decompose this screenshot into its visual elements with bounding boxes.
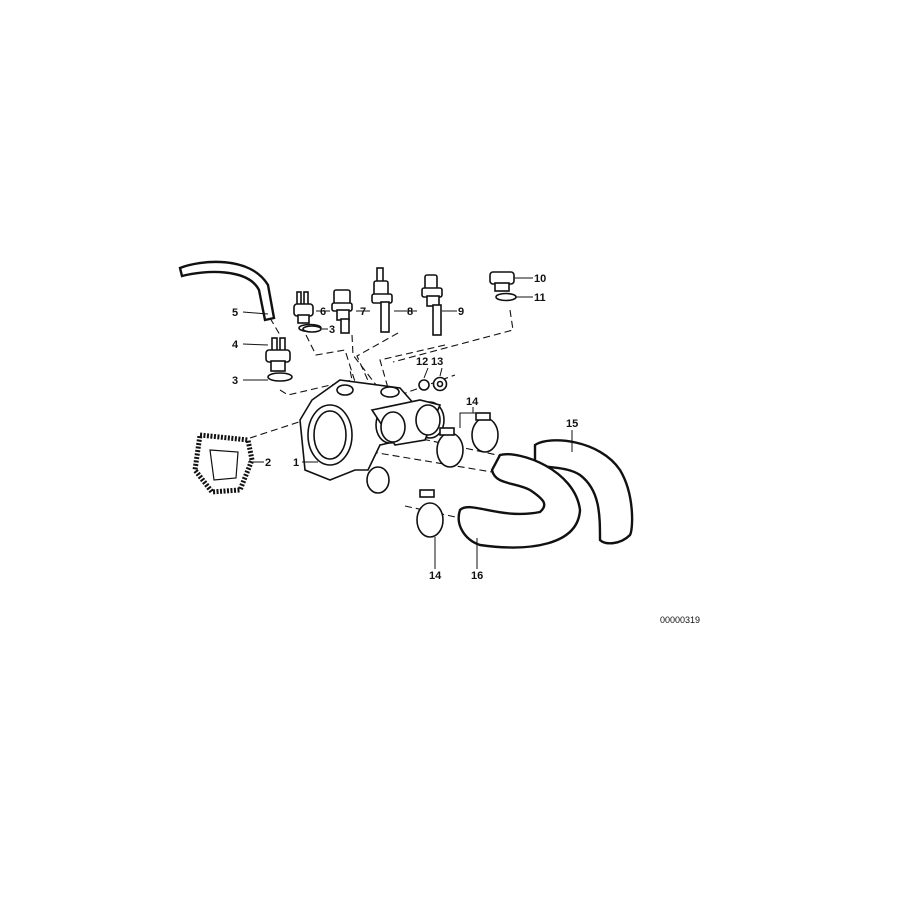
hose-15 — [533, 439, 634, 545]
leader-lines — [242, 277, 573, 569]
nut-13 — [432, 376, 448, 392]
sensor-4 — [265, 337, 293, 382]
callout-5: 5 — [232, 307, 238, 319]
hose-clamps — [416, 412, 499, 538]
hose-16 — [457, 453, 582, 549]
callout-4: 4 — [232, 339, 239, 351]
callout-9: 9 — [458, 306, 464, 318]
callout-8: 8 — [407, 306, 413, 318]
sensor-7 — [331, 289, 353, 334]
callout-3-lower: 3 — [232, 375, 238, 387]
gasket — [192, 432, 255, 495]
callout-14-lower: 14 — [429, 570, 442, 582]
callout-1: 1 — [293, 457, 299, 469]
callout-7: 7 — [360, 306, 366, 318]
sensor-9 — [421, 274, 443, 336]
washer-3 — [302, 325, 322, 333]
callout-labels: 5 6 7 8 9 10 11 3 4 3 12 13 14 15 2 1 14… — [232, 273, 700, 625]
callout-6: 6 — [320, 306, 326, 318]
callout-10: 10 — [534, 273, 546, 285]
callout-11: 11 — [534, 292, 546, 304]
assembly-lines — [249, 309, 531, 519]
reference-number: 00000319 — [660, 615, 700, 625]
vent-hose — [178, 260, 276, 322]
plug-10 — [489, 271, 517, 302]
callout-14-upper: 14 — [466, 396, 479, 408]
callout-2: 2 — [265, 457, 271, 469]
thermostat-housing — [299, 379, 445, 494]
sensor-8 — [371, 267, 393, 333]
washer-12 — [418, 379, 430, 391]
callout-3-upper: 3 — [329, 324, 335, 336]
callout-16: 16 — [471, 570, 483, 582]
callout-15: 15 — [566, 418, 578, 430]
callout-13: 13 — [431, 356, 443, 368]
callout-12: 12 — [416, 356, 428, 368]
